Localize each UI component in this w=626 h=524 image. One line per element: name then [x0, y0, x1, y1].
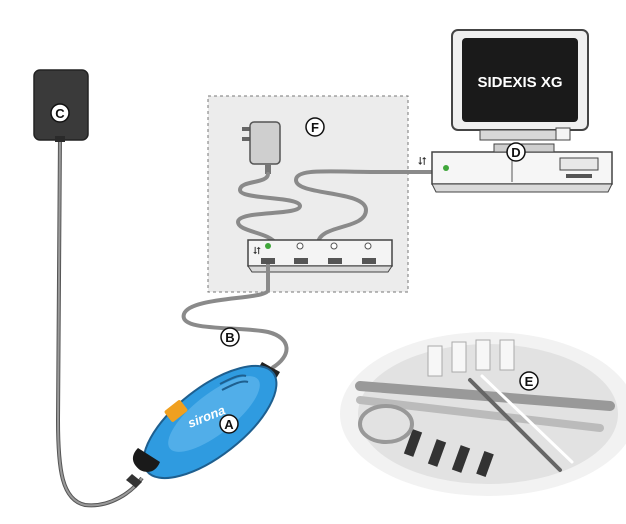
hub-to-pc-cable [293, 169, 432, 245]
monitor-screen-text: SIDEXIS XG [477, 74, 562, 91]
callout-d: D [506, 142, 526, 162]
power-cord [235, 172, 303, 246]
callout-c: C [50, 103, 70, 123]
callout-b-label: B [225, 330, 234, 345]
callout-e-label: E [525, 374, 534, 389]
sensor-holders [340, 332, 626, 496]
sensor-cable [55, 134, 144, 508]
usb-icon: ⮃ [418, 155, 427, 168]
callout-a: A [219, 414, 239, 434]
callout-c-label: C [55, 106, 65, 121]
power-plug-icon [242, 121, 281, 174]
callout-d-label: D [511, 145, 520, 160]
usb-icon: ⮃ [253, 246, 261, 257]
usb-cable-b [181, 264, 289, 370]
sensor-interface-box: sirona [126, 362, 280, 488]
callout-a-label: A [224, 417, 234, 432]
callout-e: E [519, 371, 539, 391]
computer: SIDEXIS XG ⮃ [418, 29, 613, 193]
callout-f-label: F [311, 120, 319, 135]
callout-f: F [305, 117, 325, 137]
usb-hub: ⮃ [247, 239, 393, 273]
callout-b: B [220, 327, 240, 347]
